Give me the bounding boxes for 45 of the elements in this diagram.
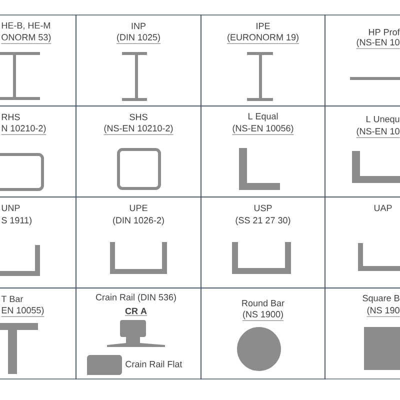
table-cell — [200, 106, 326, 198]
standard-label: (NS-EN 10210-2) — [104, 124, 174, 135]
profile-name: HE-B, HE-M — [2, 22, 50, 30]
standard-label: (NS-EN 10 — [356, 38, 400, 49]
profile-name: HP Prof — [369, 28, 400, 36]
profile-name: Crain Rail (DIN 536) — [96, 294, 176, 302]
standard-label: EN 10055) — [1, 306, 44, 317]
standard-label: (NS-EN 10 — [356, 128, 400, 138]
table-cell — [324, 14, 400, 106]
standard-label: ONORM 53) — [1, 34, 52, 44]
profile-name: INP — [132, 22, 146, 30]
standard-label: (NS-EN 10056) — [232, 124, 294, 135]
table-cell — [324, 106, 400, 198]
table-cell — [200, 288, 326, 380]
profile-name: L Unequ — [366, 116, 400, 124]
standard-label: (NS 1900) — [242, 310, 284, 321]
standard-label: N 10210-2) — [1, 124, 46, 135]
profile-name: Round Bar — [242, 300, 284, 306]
standard-label: (DIN 1025) — [116, 34, 161, 44]
profile-name: UNP — [2, 204, 20, 212]
profile-name: T Bar — [1, 296, 24, 302]
table-cell — [76, 106, 202, 198]
standard-label: CR A — [124, 308, 148, 316]
standard-label: (DIN 1026-2) — [113, 216, 164, 226]
table-cell — [76, 14, 202, 106]
table-cell — [200, 196, 326, 288]
profile-name: SHS — [130, 114, 148, 120]
table-cell — [200, 14, 326, 106]
table-cell — [0, 288, 76, 380]
standard-label: (SS 21 27 30) — [236, 216, 290, 226]
standard-label: (NS 190 — [366, 306, 400, 317]
profile-name: USP — [254, 204, 272, 212]
table-cell — [324, 288, 400, 380]
profile-name: UAP — [374, 204, 392, 212]
standard-label: (EURONORM 19) — [226, 34, 300, 44]
profile-name: Square B — [362, 294, 400, 304]
profile-name: IPE — [256, 22, 270, 30]
profile-name: L Equal — [248, 112, 278, 122]
table-cell — [76, 288, 202, 380]
table-cell — [76, 196, 202, 288]
profile-name: RHS — [2, 114, 20, 120]
standard-label: S 1911) — [2, 216, 32, 226]
table-cell — [324, 196, 400, 288]
profile-name: UPE — [130, 204, 148, 212]
profile-name: Crain Rail Flat — [126, 360, 182, 368]
